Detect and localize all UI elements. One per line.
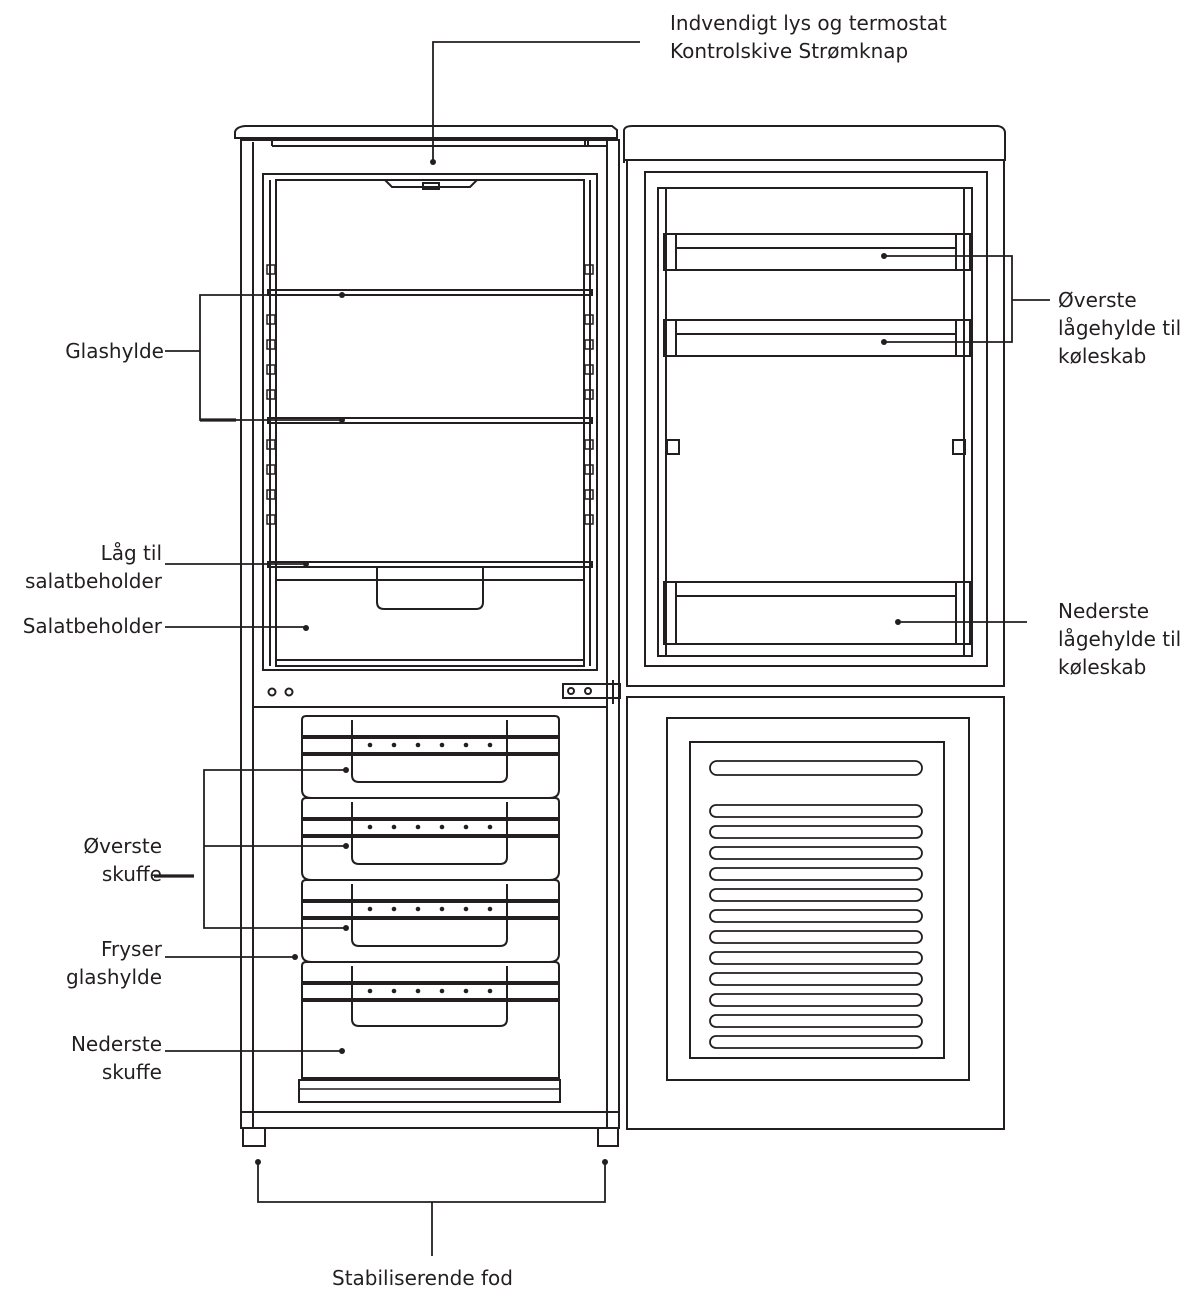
- label-crisper-lid: Låg til salatbeholder: [25, 539, 162, 595]
- label-light-thermostat-line2: Kontrolskive Strømknap: [670, 39, 909, 63]
- door-outline: [623, 125, 1006, 1130]
- label-crisper-lid-line2: salatbeholder: [24, 569, 162, 593]
- label-lower-drawer-line2: skuffe: [101, 1060, 162, 1084]
- label-upper-drawer-line2: skuffe: [101, 862, 162, 886]
- label-upper-door-shelf-line1: Øverste: [1058, 288, 1137, 312]
- label-lower-door-shelf-line3: køleskab: [1058, 655, 1147, 679]
- label-freezer-shelf: Fryser glashylde: [66, 935, 162, 991]
- rail-notches: [266, 264, 594, 525]
- glass-shelves: [267, 289, 593, 568]
- cabinet-outline: [234, 125, 620, 1147]
- label-lower-drawer: Nederste skuffe: [71, 1030, 162, 1086]
- door-shelves: [663, 233, 971, 645]
- label-crisper-lid-line1: Låg til: [100, 541, 162, 565]
- label-lower-door-shelf-line2: lågehylde til: [1058, 627, 1182, 651]
- drawer-dots: [367, 742, 493, 994]
- label-upper-door-shelf-line3: køleskab: [1058, 344, 1147, 368]
- label-upper-door-shelf-line2: lågehylde til: [1058, 316, 1182, 340]
- label-glass-shelf-text: Glashylde: [65, 339, 164, 363]
- label-freezer-shelf-line2: glashylde: [66, 965, 162, 989]
- label-lower-door-shelf-line1: Nederste: [1058, 599, 1150, 623]
- control-strip: [253, 680, 621, 708]
- label-crisper-text: Salatbeholder: [22, 614, 162, 638]
- label-freezer-shelf-line1: Fryser: [100, 937, 162, 961]
- leader-dots: [255, 159, 901, 1165]
- label-stabilizing-feet: Stabiliserende fod: [332, 1264, 513, 1292]
- drawer-rails: [302, 735, 559, 1002]
- freezer-drawers: [298, 715, 561, 1103]
- label-crisper: Salatbeholder: [23, 612, 162, 640]
- freezer-door-slots: [709, 760, 923, 1049]
- crisper: [276, 567, 584, 661]
- label-stabilizing-feet-text: Stabiliserende fod: [332, 1266, 513, 1290]
- door-rails: [665, 188, 966, 656]
- leader-lines: [165, 41, 1050, 1256]
- label-lower-drawer-line1: Nederste: [70, 1032, 162, 1056]
- label-glass-shelf: Glashylde: [65, 337, 164, 365]
- label-light-thermostat-line1: Indvendigt lys og termostat: [670, 11, 947, 35]
- label-lower-door-shelf: Nederste lågehylde til køleskab: [1058, 597, 1181, 681]
- label-upper-drawer-line1: Øverste: [83, 834, 162, 858]
- label-upper-drawer: Øverste skuffe: [83, 832, 162, 888]
- label-light-thermostat: Indvendigt lys og termostat Kontrolskive…: [670, 9, 947, 65]
- label-upper-door-shelf: Øverste lågehylde til køleskab: [1058, 286, 1181, 370]
